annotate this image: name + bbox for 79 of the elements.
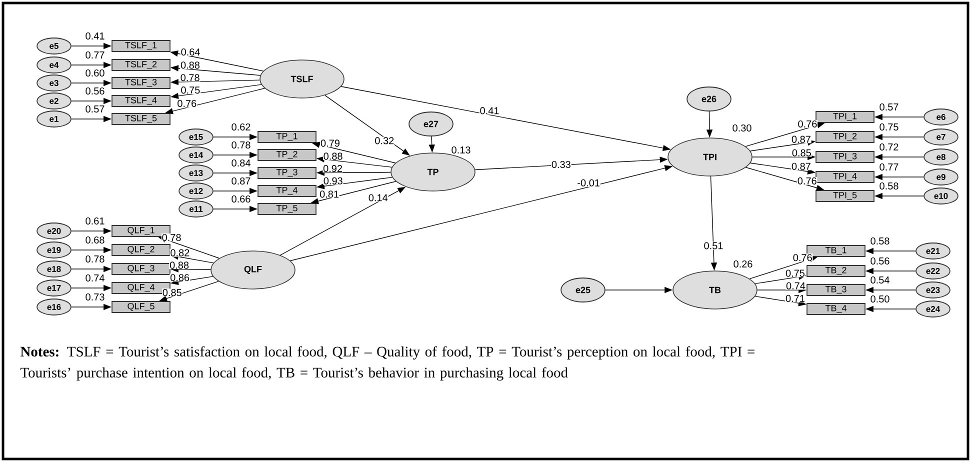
indicator-box: QLF_2 (112, 244, 170, 256)
indicator-box: TPI_5 (816, 190, 874, 202)
edge-label: 0.85 (792, 148, 812, 157)
value-label: 0.30 (732, 124, 752, 132)
value-label: 0.66 (232, 195, 250, 203)
edge-label: 0.88 (322, 152, 344, 160)
edge-label: 0.76 (792, 254, 813, 262)
indicator-box: TSLF_2 (112, 59, 170, 71)
edge-label: 0.78 (180, 74, 200, 82)
indicator-box: TPI_1 (816, 111, 874, 123)
edge-label: 0.75 (180, 86, 201, 94)
edge-label: 0.93 (323, 176, 344, 185)
indicator-box: TSLF_3 (112, 77, 170, 89)
value-label: 0.73 (86, 293, 104, 301)
indicator-box: TSLF_4 (112, 95, 170, 107)
value-label: 0.58 (880, 182, 898, 190)
indicator-box: TSLF_1 (112, 40, 170, 52)
value-label: 0.56 (870, 257, 890, 265)
edge-label: 0.71 (785, 294, 806, 302)
value-label: 0.77 (86, 51, 104, 59)
indicator-box: TPI_3 (816, 151, 874, 163)
value-label: 0.87 (232, 177, 250, 185)
edge-label: 0.82 (170, 248, 190, 257)
indicator-box: QLF_3 (112, 263, 170, 275)
value-label: 0.68 (86, 236, 104, 244)
edge-label: 0.76 (176, 100, 198, 108)
indicator-box: TP_2 (258, 149, 316, 161)
value-label: 0.74 (86, 274, 104, 282)
indicator-box: TB_4 (806, 303, 866, 315)
edge-label: -0.01 (576, 178, 600, 187)
edge-label: 0.78 (161, 234, 182, 242)
value-label: 0.84 (232, 159, 250, 167)
value-label: 0.58 (870, 237, 890, 245)
indicator-box: TSLF_5 (112, 113, 170, 125)
value-label: 0.72 (880, 143, 898, 151)
edge-label: 0.87 (791, 162, 812, 170)
indicator-box: TP_1 (258, 131, 316, 143)
value-label: 0.13 (452, 146, 470, 154)
edge-label: 0.81 (319, 190, 340, 198)
edge-label: 0.79 (320, 139, 340, 148)
edge-label: 0.74 (786, 282, 806, 290)
value-label: 0.26 (734, 260, 752, 268)
indicator-box: TB_2 (806, 265, 866, 277)
value-label: 0.62 (232, 123, 250, 131)
edge-label: 0.92 (322, 164, 343, 172)
value-label: 0.75 (880, 123, 898, 131)
value-label: 0.60 (86, 69, 104, 77)
value-label: 0.50 (870, 295, 890, 303)
indicator-box: QLF_5 (112, 301, 170, 313)
value-label: 0.78 (86, 255, 104, 263)
edge-label: 0.64 (180, 48, 201, 56)
indicator-box: TP_4 (258, 185, 316, 197)
edge-label: 0.32 (374, 136, 395, 145)
value-label: 0.57 (86, 105, 104, 113)
edge-label: 0.41 (479, 106, 500, 115)
edge-label: 0.88 (180, 61, 200, 70)
edge-label: 0.76 (797, 176, 818, 185)
indicator-box: TP_5 (258, 203, 316, 215)
indicator-box: TPI_2 (816, 131, 874, 143)
value-label: 0.54 (870, 276, 890, 284)
indicator-box: TPI_4 (816, 171, 874, 183)
edge-label: 0.85 (162, 288, 182, 296)
edge-label: 0.87 (791, 135, 812, 144)
value-label: 0.41 (86, 32, 104, 40)
edge-label: 0.33 (551, 160, 572, 168)
indicator-box: TP_3 (258, 167, 316, 179)
edge-label: 0.14 (368, 194, 388, 202)
indicator-box: TB_3 (806, 284, 866, 296)
value-label: 0.61 (86, 217, 104, 225)
value-label: 0.78 (232, 141, 250, 149)
edge-label: 0.76 (797, 120, 818, 128)
edge-label: 0.51 (703, 242, 724, 250)
edge-label: 0.75 (785, 269, 806, 278)
edge-label: 0.88 (169, 261, 190, 270)
value-label: 0.56 (86, 87, 104, 95)
value-label: 0.77 (880, 163, 898, 171)
edge-label: 0.86 (170, 274, 190, 282)
value-label: 0.57 (880, 103, 898, 111)
notes-text: Notes: TSLF = Tourist’s satisfaction on local food, QLF – Quality of food, TP = Tourist’s perception on local food, TPI = Tourists’ purchase intention on local food, TB = Tourist’s behavior in purchasing local food (20, 346, 754, 381)
